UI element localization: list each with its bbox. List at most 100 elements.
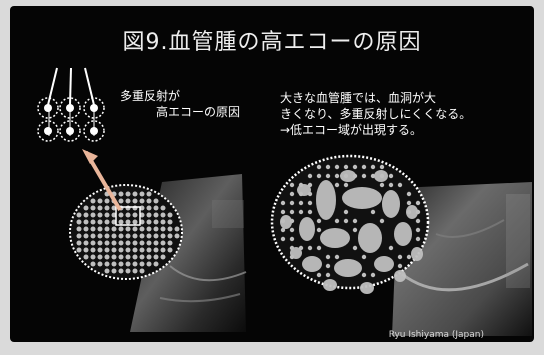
lesion-dot [132,247,138,253]
lesion-dot [76,240,82,246]
lesion-dot [111,247,117,253]
lesion-dot [361,173,367,179]
lesion-dot [146,212,152,218]
lesion-dot [325,173,331,179]
lesion-dot [104,261,110,267]
lesion-dot [104,226,110,232]
lesion-dot [97,261,103,267]
lesion-dot [90,240,96,246]
lesion-dot [307,245,313,251]
lesion-dot [97,247,103,253]
lesion-dot [104,268,110,274]
lesion-dot [352,227,358,233]
lesion-dot [97,212,103,218]
lesion-dot [104,233,110,239]
lesion-dot [370,173,376,179]
lesion-dot [343,209,349,215]
lesion-dot [111,268,117,274]
lesion-dot [104,247,110,253]
lesion-dot [153,198,159,204]
lesion-dot [289,227,295,233]
lesion-dot [97,219,103,225]
lesion-dot [167,212,173,218]
lesion-dot [397,254,403,260]
lesion-dot [316,272,322,278]
lesion-dot [83,254,89,260]
lesion-dot [118,212,124,218]
lesion-dot [167,240,173,246]
lesion-dot [280,236,286,242]
lesion-dot [370,209,376,215]
lesion-dot [160,240,166,246]
lesion-dot [125,254,131,260]
lesion-dot [343,164,349,170]
lesion-dot [111,233,117,239]
lesion-dot [379,182,385,188]
reflector-cell-4 [37,120,59,142]
lesion-dot [415,200,421,206]
lesion-dot [325,254,331,260]
lesion-dot [289,236,295,242]
lesion-dot [146,240,152,246]
lesion-dot [316,218,322,224]
lesion-dot [139,191,145,197]
lesion-dot [139,254,145,260]
slide-illustration [37,67,532,336]
lesion-dot [388,245,394,251]
lesion-dot [90,226,96,232]
lesion-dot [104,205,110,211]
lesion-dot [118,198,124,204]
lesion-dot [125,268,131,274]
lesion-dot [153,205,159,211]
lesion-dot [153,254,159,260]
lesion-dot [334,173,340,179]
lesion-dot [146,233,152,239]
lesion-dot [90,212,96,218]
lesion-dot [83,205,89,211]
lesion-dot [153,219,159,225]
lesion-dot [83,212,89,218]
lesion-dot [174,233,180,239]
lesion-dot [146,226,152,232]
lesion-dot [153,247,159,253]
lesion-dot [104,212,110,218]
lesion-dot [160,247,166,253]
lesion-dot [132,254,138,260]
reflector-cluster-diagram [37,67,105,142]
reflector-cell-2 [59,97,81,119]
lesion-dot [132,198,138,204]
lesion-dot [139,261,145,267]
lesion-dot [325,263,331,269]
lesion-dot [298,209,304,215]
lesion-dot [90,205,96,211]
lesion-dot [397,182,403,188]
lesion-dot [118,233,124,239]
lesion-dot [111,261,117,267]
lesion-dot [83,226,89,232]
lesion-dot [415,218,421,224]
lesion-dot [146,247,152,253]
lesion-dot [352,218,358,224]
lesion-dot [174,226,180,232]
lesion-dot [167,226,173,232]
lesion-dot [139,268,145,274]
lesion-dot [361,272,367,278]
lesion-dot [90,261,96,267]
lesion-dot [153,233,159,239]
lesion-dot [104,240,110,246]
lesion-dot [132,219,138,225]
lesion-dot [298,200,304,206]
lesion-dot [334,254,340,260]
lesion-dot [160,219,166,225]
lesion-dot [153,261,159,267]
lesion-dot [370,164,376,170]
lesion-dot [280,227,286,233]
lesion-dot [125,226,131,232]
lesion-dot [361,254,367,260]
lesion-dot [139,240,145,246]
lesion-dot [125,261,131,267]
lesion-dot [76,233,82,239]
right-caption: 大きな血管腫では、血洞が大 きくなり、多重反射しにくくなる。 →低エコー域が出現… [280,91,472,137]
lesion-dot [160,205,166,211]
lesion-dot [125,219,131,225]
